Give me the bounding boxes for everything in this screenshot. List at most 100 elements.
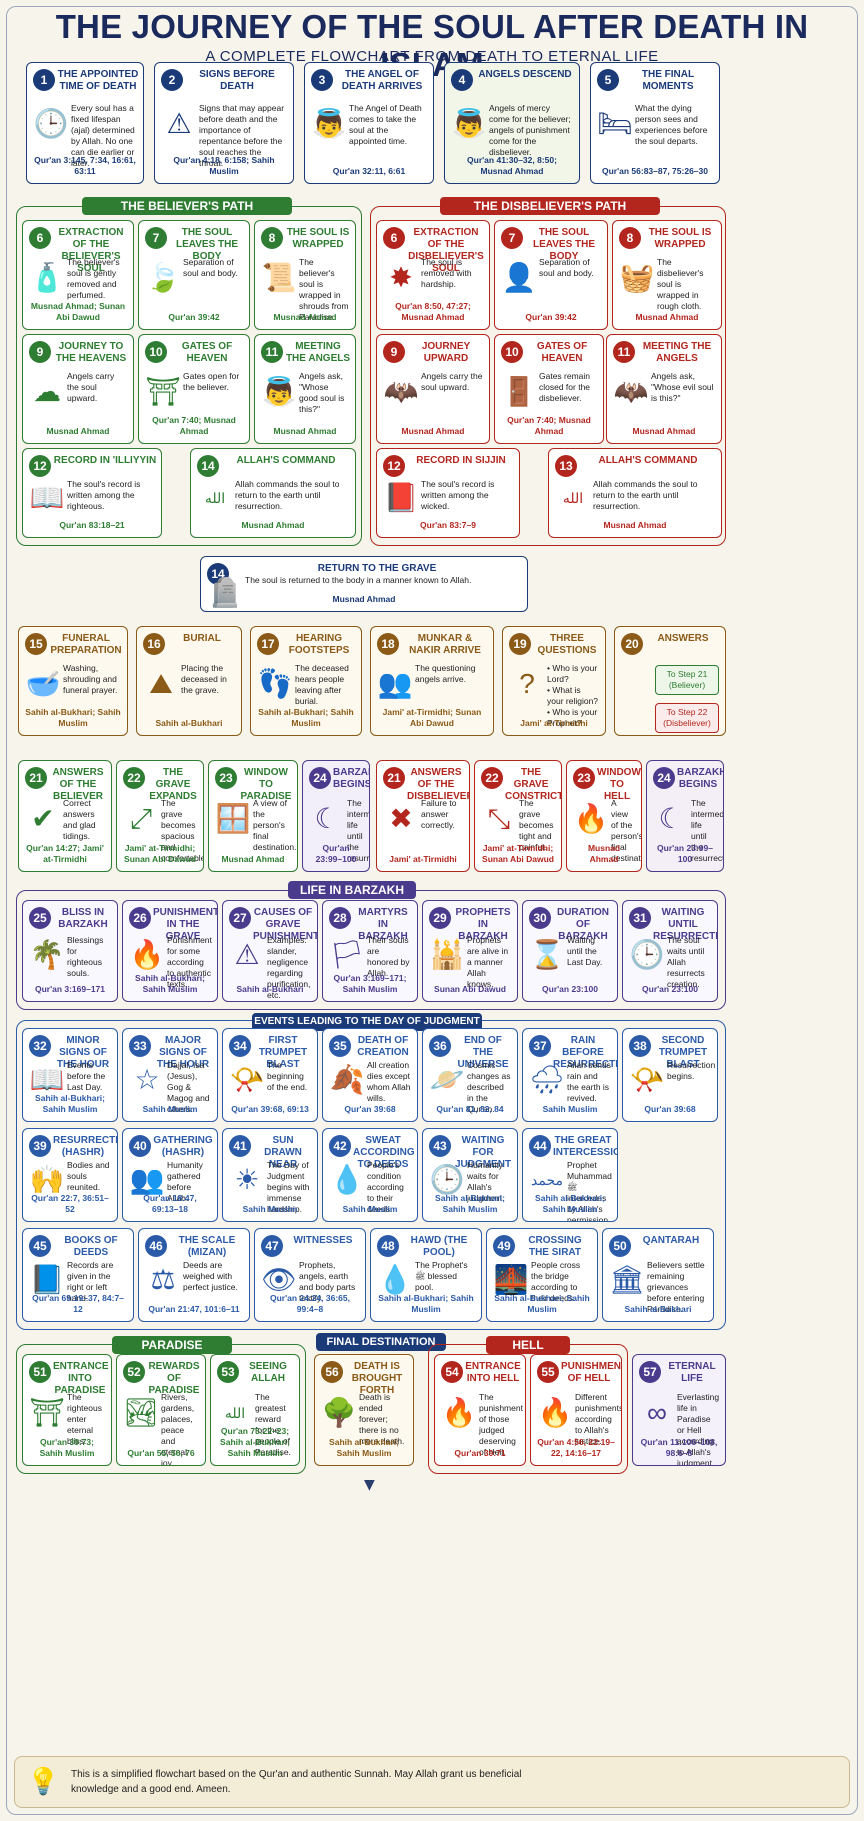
events-band: EVENTS LEADING TO THE DAY OF JUDGMENT bbox=[252, 1013, 482, 1031]
step-reference: Qur'an 39:68 bbox=[344, 1104, 396, 1114]
step-description: Angels carry the soul upward. bbox=[421, 371, 483, 392]
trumpet-icon: 📯 bbox=[229, 1064, 265, 1095]
hourglass-icon: ⌛ bbox=[529, 939, 565, 970]
step-reference: Sahih al-Bukhari; Sahih Muslim bbox=[329, 1437, 399, 1458]
to-step-22-link[interactable]: To Step 22 (Disbeliever) bbox=[655, 703, 719, 733]
step-title: ANSWERS bbox=[657, 633, 709, 644]
step-reference: Sahih al-Bukhari; Sahih Muslim bbox=[535, 1193, 605, 1214]
step-number: 16 bbox=[143, 633, 165, 655]
calligraphy-icon: الله bbox=[224, 1405, 246, 1421]
question-icon: ? bbox=[519, 668, 535, 699]
paradise-band: PARADISE bbox=[112, 1336, 232, 1354]
arch-icon: 🏛 bbox=[609, 1264, 645, 1295]
step-number: 38 bbox=[629, 1035, 651, 1057]
step-number: 30 bbox=[529, 907, 551, 929]
step-title: RECORD IN SIJJIN bbox=[416, 455, 506, 466]
step-number: 42 bbox=[329, 1135, 351, 1157]
step-title: GATHERING (HASHR) bbox=[153, 1135, 213, 1158]
step-description: Allah commands the soul to return to the… bbox=[593, 479, 698, 511]
step-title: BURIAL bbox=[183, 633, 221, 644]
step-reference: Qur'an 39:42 bbox=[168, 312, 220, 322]
step-number: 22 bbox=[481, 767, 503, 789]
sun-icon: ☀ bbox=[234, 1164, 260, 1195]
step-reference: Sahih al-Bukhari bbox=[155, 718, 223, 728]
step-number: 24 bbox=[653, 767, 675, 789]
step-reference: Qur'an 24:24, 36:65, 99:4–8 bbox=[270, 1293, 350, 1314]
drop-icon: 💧 bbox=[329, 1164, 365, 1195]
step-number: 48 bbox=[377, 1235, 399, 1257]
step-reference: Qur'an 32:11, 6:61 bbox=[332, 166, 406, 176]
step-title: THE SCALE (MIZAN) bbox=[178, 1235, 236, 1258]
step-number: 24 bbox=[309, 767, 331, 789]
step-title: WAITING UNTIL RESURRECTION bbox=[653, 907, 718, 942]
step-title: BARZAKH BEGINS bbox=[333, 767, 370, 790]
step-title: SECOND TRUMPET BLAST bbox=[658, 1035, 708, 1070]
step-title: CAUSES OF GRAVE PUNISHMENT bbox=[253, 907, 318, 942]
step-number: 32 bbox=[29, 1035, 51, 1057]
clock-icon: 🕒 bbox=[429, 1164, 465, 1195]
step-reference: Qur'an 69:19–37, 84:7–12 bbox=[32, 1293, 124, 1314]
step-reference: Musnad Ahmad bbox=[401, 426, 465, 436]
step-description: Records are given in the right or left h… bbox=[67, 1260, 114, 1303]
angel-icon: 👼 bbox=[451, 108, 487, 139]
step-description: Everlasting life in Paradise or Hell acc… bbox=[677, 1392, 720, 1466]
step-reference: Qur'an 39:73; Sahih Muslim bbox=[39, 1437, 95, 1458]
step-title: MUNKAR & NAKIR ARRIVE bbox=[409, 633, 481, 656]
step-title: SWEAT ACCORDING TO DEEDS bbox=[353, 1135, 415, 1170]
step-reference: Sahih al-Bukhari; Sahih Muslim bbox=[135, 973, 205, 994]
step-number: 57 bbox=[639, 1361, 661, 1383]
angels-icon: 👥 bbox=[377, 668, 413, 699]
step-number: 11 bbox=[613, 341, 635, 363]
step-number: 12 bbox=[383, 455, 405, 477]
step-number: 26 bbox=[129, 907, 151, 929]
step-reference: Qur'an 23:99–100 bbox=[315, 843, 357, 864]
to-step-21-link[interactable]: To Step 21 (Believer) bbox=[655, 665, 719, 695]
grave-icon: 🪦 bbox=[207, 577, 243, 608]
step-description: Rivers, gardens, palaces, peace and eter… bbox=[161, 1392, 195, 1466]
step-description: What the dying person sees and experienc… bbox=[635, 103, 708, 146]
step-reference: Sahih al-Bukhari bbox=[624, 1304, 692, 1314]
step-title: ANGELS DESCEND bbox=[478, 69, 572, 80]
lightbulb-icon: 💡 bbox=[27, 1767, 60, 1797]
final-band: FINAL DESTINATION bbox=[316, 1333, 446, 1351]
step-title: RETURN TO THE GRAVE bbox=[317, 563, 437, 574]
step-number: 5 bbox=[597, 69, 619, 91]
step-reference: Qur'an 18:47, 69:13–18 bbox=[143, 1193, 197, 1214]
step-reference: Qur'an 11:106–108, 98:6–8 bbox=[640, 1437, 718, 1458]
person-icon: 👤 bbox=[501, 262, 537, 293]
step-number: 11 bbox=[261, 341, 283, 363]
step-reference: Qur'an 8:50, 47:27; Musnad Ahmad bbox=[395, 301, 471, 322]
step-number: 28 bbox=[329, 907, 351, 929]
step-number: 14 bbox=[197, 455, 219, 477]
step-reference: Qur'an 7:40; Musnad Ahmad bbox=[507, 415, 591, 436]
step-number: 23 bbox=[215, 767, 237, 789]
step-number: 18 bbox=[377, 633, 399, 655]
step-number: 55 bbox=[537, 1361, 559, 1383]
book-icon: 📘 bbox=[29, 1264, 65, 1295]
step-reference: Jami' at-Tirmidhi; Sunan Abi Dawud bbox=[382, 707, 482, 728]
step-title: GATES OF HEAVEN bbox=[536, 341, 588, 364]
step-description: Deeds are weighed with perfect justice. bbox=[183, 1260, 238, 1292]
step-number: 56 bbox=[321, 1361, 343, 1383]
infinity-icon: ∞ bbox=[647, 1397, 667, 1428]
step-title: EXTRACTION OF THE DISBELIEVER'S SOUL bbox=[408, 227, 484, 274]
step-title: ETERNAL LIFE bbox=[668, 1361, 716, 1384]
step-number: 13 bbox=[555, 455, 577, 477]
step-description: Allah commands the soul to return to the… bbox=[235, 479, 340, 511]
